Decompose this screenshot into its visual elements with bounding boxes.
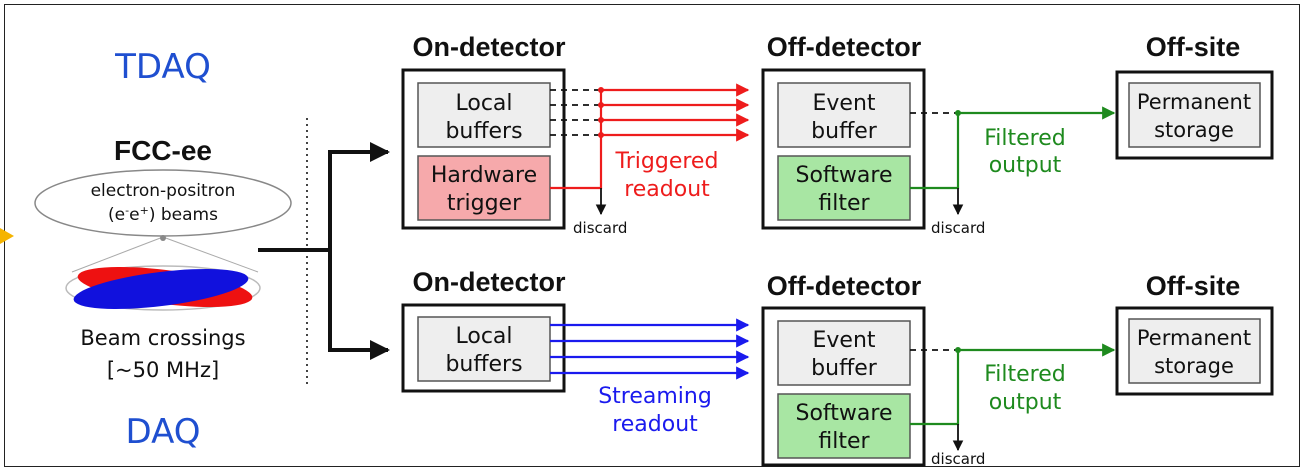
triggered-readout-line2: readout: [624, 177, 710, 202]
electron-bunch: [73, 269, 249, 309]
bottom-on-detector-title: On-detector: [412, 267, 566, 297]
streaming-readout-line2: readout: [612, 412, 698, 437]
top-event-buffer-line2: buffer: [811, 119, 878, 144]
top-discard2-label: discard: [931, 219, 985, 237]
top-local-buffers-line1: Local: [455, 91, 512, 116]
top-discard1-label: discard: [573, 219, 627, 237]
top-software-filter-box: [777, 155, 911, 221]
bottom-event-buffer-line1: Event: [812, 328, 875, 353]
top-event-buffer-box: [777, 82, 911, 148]
bottom-software-filter-line1: Software: [796, 401, 893, 426]
top-local-buffers-box: [417, 82, 551, 148]
top-storage-line2: storage: [1154, 118, 1234, 142]
bottom-storage-line2: storage: [1154, 354, 1234, 378]
bottom-event-buffer-line2: buffer: [811, 356, 878, 381]
triggered-readout-arrows: [550, 83, 750, 190]
beam-ellipse: [34, 169, 292, 237]
crossings-line2: [~50 MHz]: [107, 358, 219, 382]
top-event-buffer-line1: Event: [812, 91, 875, 116]
hardware-trigger-line1: Hardware: [431, 163, 537, 188]
bottom-filtered-output-line2: output: [989, 390, 1062, 415]
triggered-readout-line1: Triggered: [615, 149, 719, 174]
beam-line2: (e-e+) beams: [108, 204, 218, 225]
bottom-filtered-junction: [955, 347, 961, 353]
streaming-readout-arrows: [550, 318, 750, 380]
bottom-local-buffers-box: [417, 316, 551, 382]
hardware-trigger-line2: trigger: [447, 191, 522, 216]
beam-line1: electron-positron: [91, 181, 236, 201]
streaming-readout-line1: Streaming: [598, 384, 712, 409]
bottom-event-buffer-box: [777, 320, 911, 386]
bottom-local-buffers-line1: Local: [455, 324, 512, 349]
fork-down: [328, 250, 390, 360]
top-off-detector-title: Off-detector: [767, 32, 922, 62]
bottom-local-buffers-line2: buffers: [445, 352, 522, 377]
zoom-line-left: [71, 236, 164, 273]
interaction-point: [160, 235, 166, 241]
top-filtered-output-line1: Filtered: [984, 126, 1066, 151]
top-off-site-title: Off-site: [1146, 32, 1241, 62]
top-software-filter-line2: filter: [818, 191, 870, 216]
fork-up: [328, 142, 390, 250]
pointer-marker: [0, 228, 14, 244]
top-local-buffers-line2: buffers: [445, 119, 522, 144]
top-software-filter-line1: Software: [796, 163, 893, 188]
bottom-storage-line1: Permanent: [1137, 326, 1251, 350]
crossings-line1: Beam crossings: [80, 326, 245, 350]
bottom-discard-label: discard: [931, 450, 985, 468]
diagram-frame: [4, 4, 1300, 467]
bottom-software-filter-line2: filter: [818, 429, 870, 454]
tdaq-label: TDAQ: [114, 47, 211, 87]
top-permanent-storage-box: [1128, 82, 1261, 148]
triggered-junctions: [598, 87, 604, 138]
top-filtered-junction: [955, 110, 961, 116]
top-storage-line1: Permanent: [1137, 90, 1251, 114]
bottom-permanent-storage-box: [1128, 318, 1261, 384]
top-filtered-output-line2: output: [989, 153, 1062, 178]
zoom-line-right: [162, 236, 259, 273]
bottom-filtered-output-line1: Filtered: [984, 362, 1066, 387]
top-on-detector-title: On-detector: [412, 32, 566, 62]
bottom-off-site-title: Off-site: [1146, 271, 1241, 301]
bottom-off-detector-title: Off-detector: [767, 271, 922, 301]
fcc-ee-title: FCC-ee: [114, 135, 212, 166]
daq-label: DAQ: [125, 412, 200, 452]
top-buffer-dashes: [550, 89, 601, 136]
bottom-software-filter-box: [777, 393, 911, 459]
